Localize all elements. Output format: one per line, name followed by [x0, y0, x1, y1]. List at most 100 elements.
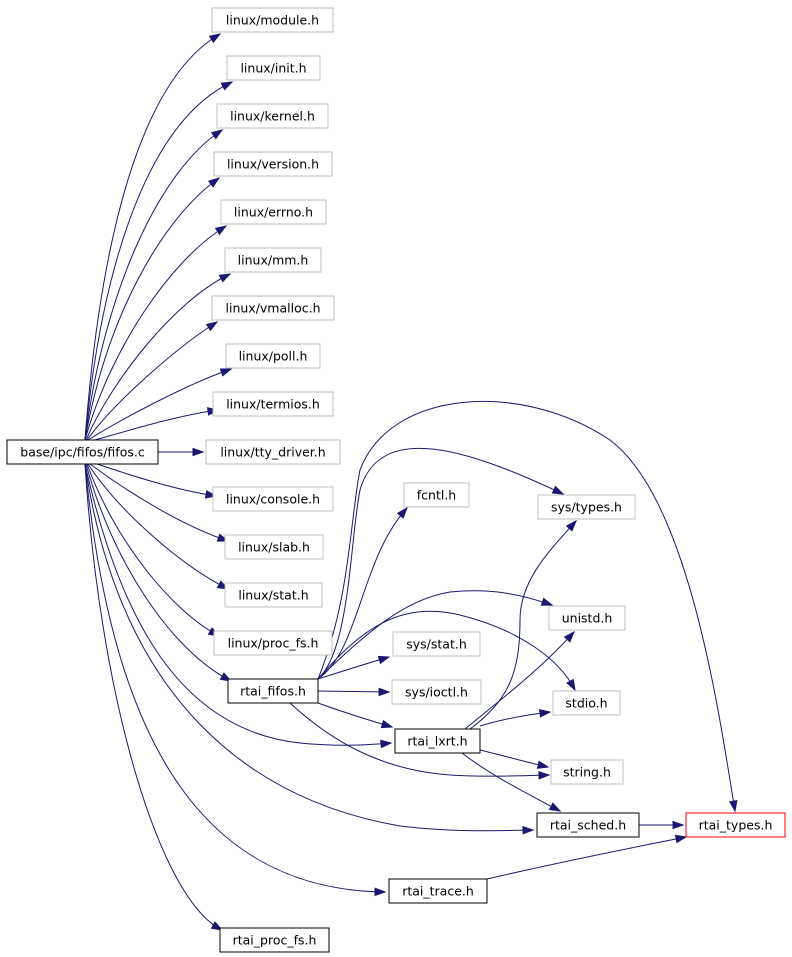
node-label: linux/tty_driver.h [220, 445, 325, 460]
node-label: linux/version.h [227, 157, 319, 172]
edge-root-to-rtai-fifos [85, 463, 233, 682]
node-stdio[interactable]: stdio.h [552, 690, 621, 716]
node-linux-poll[interactable]: linux/poll.h [225, 343, 321, 369]
node-label: linux/poll.h [239, 349, 308, 364]
edge-arrowhead [536, 760, 550, 769]
edge-line [464, 631, 575, 730]
node-rtai-proc-fs[interactable]: rtai_proc_fs.h [219, 927, 330, 953]
node-linux-proc-fs[interactable]: linux/proc_fs.h [213, 630, 333, 656]
edge-line [317, 400, 736, 812]
node-linux-slab[interactable]: linux/slab.h [224, 534, 324, 560]
edge-root-to-termios [94, 407, 220, 441]
node-label: linux/module.h [226, 13, 319, 28]
edge-line [479, 749, 549, 768]
node-rtai-sched[interactable]: rtai_sched.h [536, 812, 640, 838]
edge-arrowhead [378, 687, 391, 697]
node-linux-mm[interactable]: linux/mm.h [224, 247, 322, 273]
edge-line [317, 590, 553, 680]
edge-root-to-tty [158, 447, 205, 457]
edge-rtai-lxrt-to-stdio [479, 709, 552, 727]
node-label: rtai_proc_fs.h [233, 933, 317, 948]
edge-arrowhead [538, 771, 551, 780]
node-label: sys/ioctl.h [405, 685, 468, 700]
edge-line [86, 321, 218, 441]
node-label: unistd.h [562, 611, 613, 626]
node-linux-errno[interactable]: linux/errno.h [220, 199, 327, 225]
node-fcntl[interactable]: fcntl.h [403, 482, 470, 508]
edge-root-to-init [84, 81, 234, 441]
edge-arrowhead [380, 719, 394, 729]
edge-root-to-rtai-proc-fs [84, 463, 224, 931]
edge-arrowhead [377, 655, 391, 665]
edge-arrowhead [674, 834, 688, 844]
node-sys-stat[interactable]: sys/stat.h [392, 631, 481, 657]
edge-root-to-rtai-trace [84, 463, 387, 897]
edge-rtai-fifos-to-rtai-types [317, 400, 738, 813]
edge-rtai-fifos-to-sysioctl [317, 687, 391, 697]
node-label: rtai_lxrt.h [407, 734, 467, 749]
node-label: linux/proc_fs.h [228, 636, 319, 651]
node-linux-kernel[interactable]: linux/kernel.h [216, 103, 329, 129]
edge-line [86, 463, 220, 637]
edge-line [317, 610, 576, 691]
edge-line [87, 368, 232, 441]
edge-arrowhead [551, 485, 565, 495]
edge-arrowhead [565, 519, 577, 532]
node-linux-vmalloc[interactable]: linux/vmalloc.h [211, 295, 335, 321]
edge-line [84, 177, 220, 441]
edge-arrowhead [205, 321, 219, 332]
node-label: rtai_sched.h [550, 818, 626, 833]
edge-rtai-fifos-to-rtai-lxrt [317, 702, 394, 729]
edge-rtai-fifos-to-string [289, 702, 551, 780]
node-rtai-types[interactable]: rtai_types.h [685, 812, 786, 838]
edge-root-to-vmalloc [86, 321, 219, 441]
node-rtai-trace[interactable]: rtai_trace.h [388, 878, 488, 904]
edge-line [479, 711, 551, 727]
node-label: linux/termios.h [226, 397, 320, 412]
edge-rtai-fifos-to-systypes [317, 447, 565, 680]
node-label: string.h [563, 765, 611, 780]
node-linux-termios[interactable]: linux/termios.h [212, 391, 334, 417]
node-linux-init[interactable]: linux/init.h [226, 55, 321, 81]
node-label: base/ipc/fifos/fifos.c [20, 445, 145, 460]
edge-line [317, 656, 390, 680]
edge-root-to-poll [87, 368, 233, 441]
edge-arrowhead [374, 887, 387, 897]
edge-line [317, 702, 393, 728]
node-string[interactable]: string.h [550, 759, 624, 785]
node-root[interactable]: base/ipc/fifos/fifos.c [6, 439, 159, 465]
edge-line [84, 129, 223, 441]
edge-arrowhead [207, 177, 221, 188]
edge-arrowhead [214, 225, 228, 236]
edge-root-to-console [96, 463, 218, 499]
edge-arrowhead [396, 506, 408, 519]
edge-root-to-mm [85, 273, 232, 441]
node-linux-tty-driver[interactable]: linux/tty_driver.h [205, 439, 341, 465]
edge-rtai-trace-to-rtai-types [486, 834, 688, 880]
edge-line [461, 752, 561, 812]
node-sys-types[interactable]: sys/types.h [537, 494, 636, 520]
node-linux-version[interactable]: linux/version.h [213, 151, 333, 177]
node-label: linux/mm.h [238, 253, 309, 268]
edge-root-to-rtai-sched [84, 463, 535, 835]
node-linux-module[interactable]: linux/module.h [211, 7, 334, 33]
edge-line [85, 463, 232, 682]
node-unistd[interactable]: unistd.h [548, 605, 626, 631]
edge-rtai-lxrt-to-string [479, 749, 550, 769]
edge-line [84, 33, 221, 441]
edge-arrowhead [563, 630, 576, 643]
node-label: linux/kernel.h [230, 109, 315, 124]
node-label: sys/stat.h [406, 637, 467, 652]
edge-rtai-fifos-to-stdio [317, 610, 576, 692]
edge-root-to-kernel [84, 129, 224, 441]
node-rtai-lxrt[interactable]: rtai_lxrt.h [394, 728, 481, 754]
edge-rtai-fifos-to-unistd [317, 590, 554, 680]
node-label: linux/slab.h [238, 540, 310, 555]
node-linux-stat[interactable]: linux/stat.h [224, 582, 323, 608]
edge-line [486, 836, 687, 880]
edge-arrowhead [220, 81, 234, 91]
node-sys-ioctl[interactable]: sys/ioctl.h [391, 679, 482, 705]
node-linux-console[interactable]: linux/console.h [212, 486, 334, 512]
node-rtai-fifos[interactable]: rtai_fifos.h [227, 678, 319, 704]
node-label: linux/errno.h [234, 205, 313, 220]
